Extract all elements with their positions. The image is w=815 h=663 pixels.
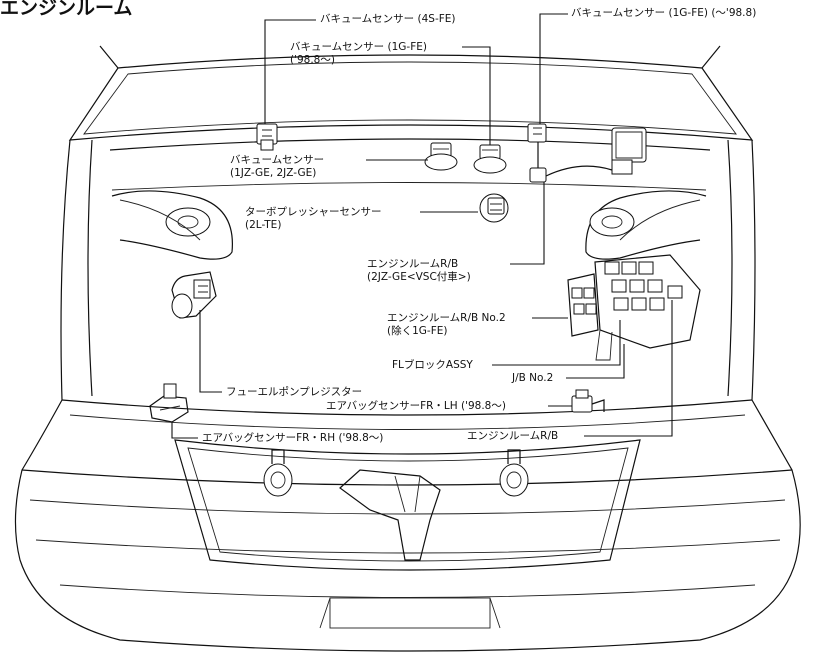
label-fl-block-assy: FLブロックASSY (392, 359, 473, 371)
fuel-pump-resistor-part (171, 271, 217, 319)
body-outline (14, 139, 801, 652)
relay-box-assembly (567, 254, 701, 361)
label-fuel-pump-resistor: フューエルポンプレジスター (226, 386, 363, 398)
hood-stop-left (263, 449, 293, 497)
airbag-sensor-rh-part (149, 383, 189, 423)
label-vacuum-sensor-1gfe-new-line1: バキュームセンサー (1G-FE) (290, 41, 427, 53)
label-vacuum-sensor-1gfe-old: バキュームセンサー (1G-FE) (〜'98.8) (571, 7, 757, 19)
label-engine-room-rb-vsc-line1: エンジンルームR/B (367, 258, 459, 270)
vacuum-sensor-1gfe-new-part (473, 144, 507, 174)
label-turbo-pressure-sensor-line2: (2L-TE) (245, 219, 282, 231)
hood-stop-right (499, 449, 529, 497)
label-jb-no2: J/B No.2 (512, 372, 554, 384)
label-engine-room-rb-vsc-line2: (2JZ-GE<VSC付車>) (367, 271, 471, 283)
label-airbag-sensor-lh: エアバッグセンサーFR・LH ('98.8〜) (326, 400, 506, 412)
vacuum-sensor-1jz-part (424, 142, 458, 171)
label-turbo-pressure-sensor-line1: ターボプレッシャーセンサー (245, 206, 382, 218)
turbo-pressure-sensor-part (479, 193, 509, 223)
label-vacuum-sensor-1jz: バキュームセンサー (1JZ-GE, 2JZ-GE) (230, 154, 324, 180)
airbag-sensor-lh-part (571, 389, 605, 413)
label-engine-room-rb-no2-line1: エンジンルームR/B No.2 (387, 312, 506, 324)
label-turbo-pressure-sensor: ターボプレッシャーセンサー (2L-TE) (245, 206, 382, 232)
label-vacuum-sensor-1gfe-new: バキュームセンサー (1G-FE) ('98.8〜) (290, 41, 427, 67)
label-engine-room-rb-main: エンジンルームR/B (467, 430, 559, 442)
label-vacuum-sensor-1gfe-new-line2: ('98.8〜) (290, 54, 335, 66)
hood-latch (339, 469, 441, 561)
leader-lines (171, 13, 673, 439)
label-vacuum-sensor-1jz-line2: (1JZ-GE, 2JZ-GE) (230, 167, 317, 179)
label-engine-room-rb-no2-line2: (除く1G-FE) (387, 325, 448, 337)
label-vacuum-sensor-4sfe: バキュームセンサー (4S-FE) (320, 13, 456, 25)
diagram-title: エンジンルーム (0, 0, 133, 19)
label-engine-room-rb-no2: エンジンルームR/B No.2 (除く1G-FE) (387, 312, 506, 338)
label-engine-room-rb-vsc: エンジンルームR/B (2JZ-GE<VSC付車>) (367, 258, 471, 284)
vacuum-sensor-4sfe-part (256, 123, 278, 151)
vacuum-sensor-1gfe-old-part (527, 123, 647, 183)
label-airbag-sensor-rh: エアバッグセンサーFR・RH ('98.8〜) (202, 432, 384, 444)
label-vacuum-sensor-1jz-line1: バキュームセンサー (230, 154, 325, 166)
engine-bay (109, 138, 711, 260)
